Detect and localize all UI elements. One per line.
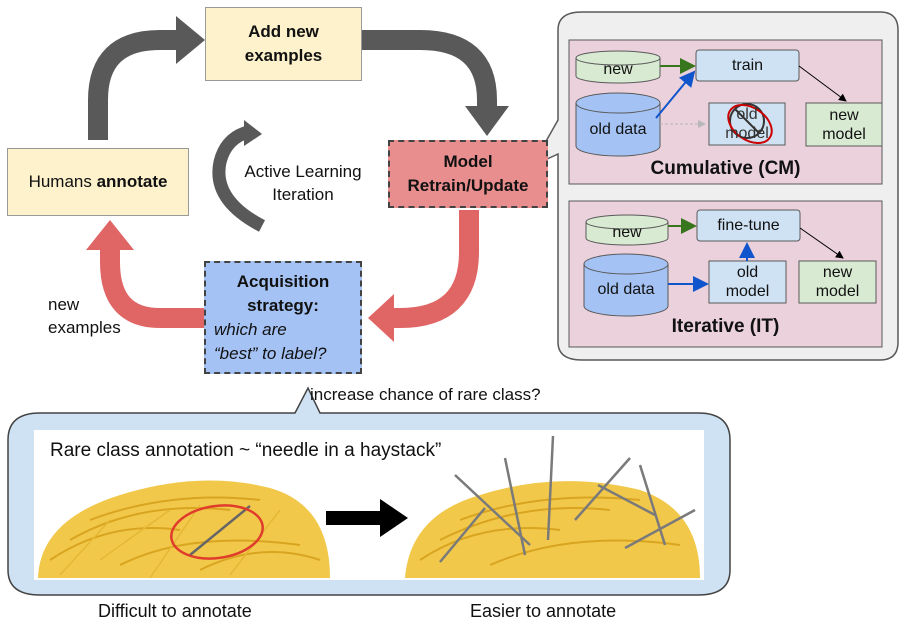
grey-cycle-arrow-up bbox=[88, 30, 178, 140]
acquisition-question: which are “best” to label? bbox=[214, 319, 327, 363]
needle-highlight-circle bbox=[170, 504, 264, 560]
active-learning-arrowhead bbox=[244, 120, 262, 146]
it-new-model-box bbox=[798, 260, 877, 304]
cm-old-data-cylinder bbox=[575, 92, 661, 157]
cm-new-model-box bbox=[805, 102, 883, 147]
cm-old-to-train-arrow bbox=[655, 70, 696, 119]
left-haystack bbox=[38, 480, 330, 579]
annotate-label: annotate bbox=[96, 172, 168, 191]
it-fine-tune-box bbox=[696, 209, 801, 242]
old-model-cross-circle bbox=[727, 103, 773, 145]
easier-caption: Easier to annotate bbox=[470, 601, 617, 621]
add-examples-box: Add new examples bbox=[205, 7, 362, 81]
cm-new-cylinder bbox=[575, 50, 661, 84]
active-learning-label: Active Learning Iteration bbox=[244, 162, 362, 204]
cm-train-label: train bbox=[731, 57, 764, 74]
acquisition-strategy-box: Acquisition strategy: which are “best” t… bbox=[204, 261, 362, 374]
transition-arrow bbox=[326, 499, 408, 537]
it-old-data-label: old data bbox=[597, 280, 655, 298]
model-retrain-box: Model Retrain/Update bbox=[388, 140, 548, 208]
humans-label: Humans bbox=[28, 172, 97, 191]
model-retrain-label: Model Retrain/Update bbox=[407, 152, 529, 195]
cm-old-data-label: old data bbox=[589, 120, 647, 138]
grey-arrowhead-right bbox=[176, 16, 205, 64]
it-old-model-label: old model bbox=[725, 264, 770, 300]
active-learning-arrow bbox=[212, 125, 266, 232]
grey-cycle-arrow-down bbox=[362, 30, 497, 108]
it-new-model-label: new model bbox=[815, 264, 860, 300]
hidden-needle bbox=[189, 505, 251, 556]
it-finetune-to-new-model-arrow bbox=[799, 227, 844, 259]
cm-new-model-label: new model bbox=[822, 106, 866, 143]
cm-old-model-label: old model bbox=[725, 106, 769, 142]
cm-train-to-new-model-arrow bbox=[798, 65, 847, 102]
visible-needles bbox=[439, 435, 696, 563]
it-new-cylinder bbox=[585, 214, 669, 246]
acquisition-title: Acquisition strategy: bbox=[236, 271, 330, 315]
difficult-caption: Difficult to annotate bbox=[98, 601, 252, 621]
new-examples-label: new examples bbox=[48, 295, 121, 337]
haystack-title: Rare class annotation ~ “needle in a hay… bbox=[50, 440, 442, 461]
red-arrowhead-up bbox=[86, 220, 134, 250]
humans-annotate-box: Humans annotate bbox=[7, 148, 189, 216]
red-arrowhead-left bbox=[368, 294, 394, 342]
it-new-label: new bbox=[612, 223, 642, 241]
red-cycle-arrow-down bbox=[390, 210, 479, 328]
right-haystack bbox=[405, 481, 700, 578]
add-examples-label: Add new examples bbox=[244, 22, 323, 65]
grey-arrowhead-down bbox=[465, 106, 509, 136]
cm-new-label: new bbox=[603, 60, 633, 78]
rare-class-question: increase chance of rare class? bbox=[310, 385, 541, 404]
it-old-data-cylinder bbox=[583, 253, 669, 317]
cm-title: Cumulative (CM) bbox=[650, 157, 801, 179]
it-fine-tune-label: fine-tune bbox=[717, 217, 780, 234]
prohibited-icon bbox=[729, 103, 765, 139]
red-cycle-arrow-up bbox=[100, 248, 204, 328]
it-title: Iterative (IT) bbox=[671, 315, 780, 337]
cm-train-box bbox=[695, 49, 800, 82]
it-old-model-box bbox=[708, 260, 787, 304]
